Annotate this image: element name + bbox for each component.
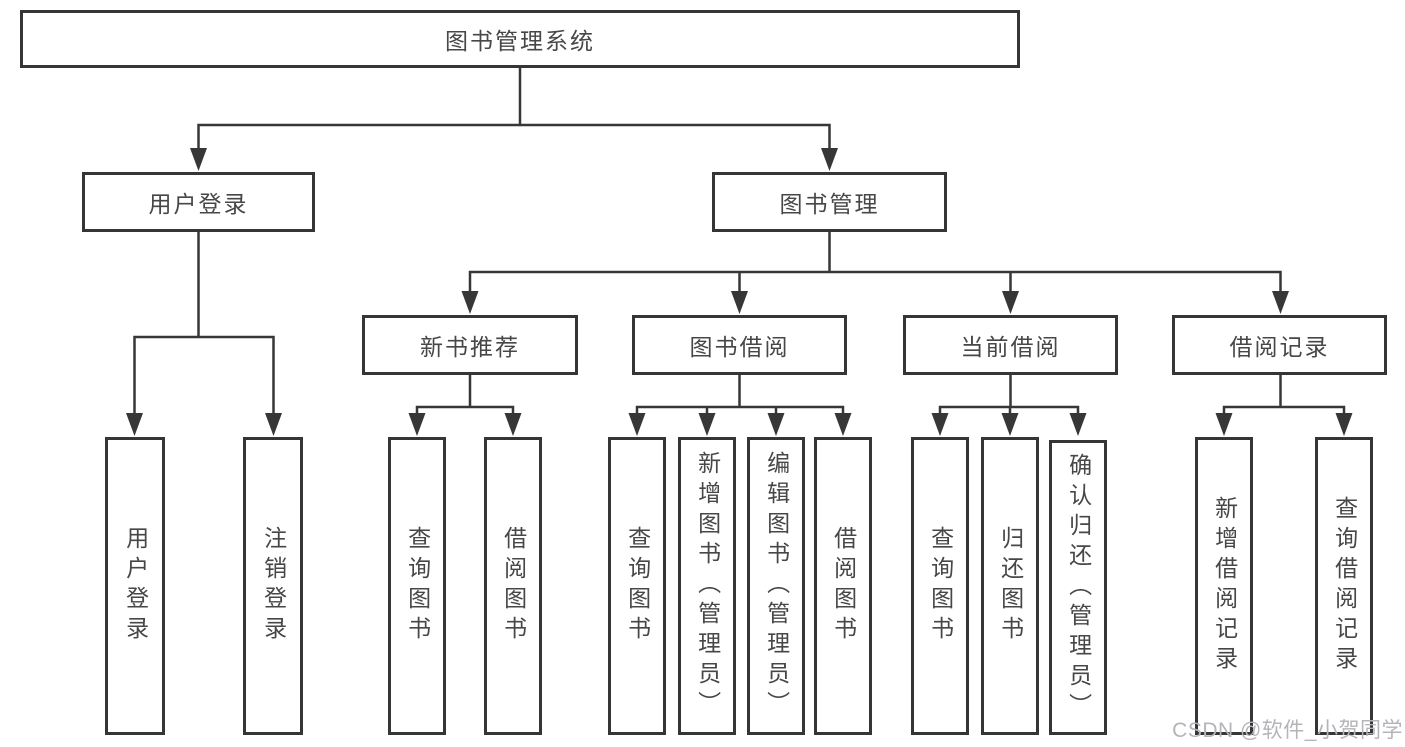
node-leaf-query-books-recommend: 查询图书 [388, 437, 446, 735]
node-leaf-query-books-borrowing: 查询图书 [608, 437, 666, 735]
node-book-borrowing-label: 图书借阅 [689, 334, 790, 360]
node-leaf-query-borrow-record-label: 查询借阅记录 [1331, 496, 1358, 676]
node-leaf-query-books-current: 查询图书 [911, 437, 969, 735]
node-leaf-query-books-recommend-label: 查询图书 [404, 526, 431, 646]
node-leaf-borrow-books-recommend-label: 借阅图书 [500, 526, 527, 646]
node-leaf-confirm-return-admin-label: 确认归还（管理员） [1065, 452, 1092, 723]
node-leaf-edit-book-admin-label: 编辑图书（管理员） [763, 451, 790, 721]
node-book-management-label: 图书管理 [779, 191, 880, 217]
node-leaf-query-books-borrowing-label: 查询图书 [624, 526, 651, 646]
node-book-borrowing: 图书借阅 [632, 315, 847, 375]
node-leaf-add-borrow-record-label: 新增借阅记录 [1211, 496, 1238, 676]
node-leaf-query-books-current-label: 查询图书 [927, 526, 954, 646]
node-root: 图书管理系统 [20, 10, 1020, 68]
node-new-book-recommend-label: 新书推荐 [420, 334, 520, 360]
node-leaf-return-book: 归还图书 [981, 437, 1039, 735]
node-leaf-add-borrow-record: 新增借阅记录 [1195, 437, 1253, 735]
node-leaf-user-login-label: 用户登录 [122, 526, 149, 646]
node-leaf-query-borrow-record: 查询借阅记录 [1315, 437, 1373, 735]
node-leaf-logout-label: 注销登录 [260, 526, 287, 646]
node-user-login: 用户登录 [82, 172, 315, 232]
node-leaf-logout: 注销登录 [243, 437, 303, 735]
node-new-book-recommend: 新书推荐 [362, 315, 578, 375]
node-leaf-borrow-books-borrowing-label: 借阅图书 [830, 526, 857, 646]
node-current-borrowing: 当前借阅 [903, 315, 1118, 375]
node-borrowing-records-label: 借阅记录 [1229, 334, 1330, 360]
node-user-login-label: 用户登录 [148, 191, 249, 217]
node-root-label: 图书管理系统 [445, 28, 595, 54]
node-leaf-return-book-label: 归还图书 [997, 526, 1024, 646]
node-leaf-user-login: 用户登录 [105, 437, 165, 735]
node-current-borrowing-label: 当前借阅 [960, 334, 1061, 360]
node-leaf-add-book-admin-label: 新增图书（管理员） [694, 451, 721, 721]
node-leaf-edit-book-admin: 编辑图书（管理员） [747, 437, 805, 735]
node-leaf-borrow-books-borrowing: 借阅图书 [814, 437, 872, 735]
node-leaf-add-book-admin: 新增图书（管理员） [678, 437, 736, 735]
node-leaf-borrow-books-recommend: 借阅图书 [484, 437, 542, 735]
node-book-management: 图书管理 [712, 172, 947, 232]
node-borrowing-records: 借阅记录 [1172, 315, 1387, 375]
csdn-watermark: CSDN @软件_小贺同学 [1172, 719, 1403, 742]
node-leaf-confirm-return-admin: 确认归还（管理员） [1049, 440, 1107, 735]
